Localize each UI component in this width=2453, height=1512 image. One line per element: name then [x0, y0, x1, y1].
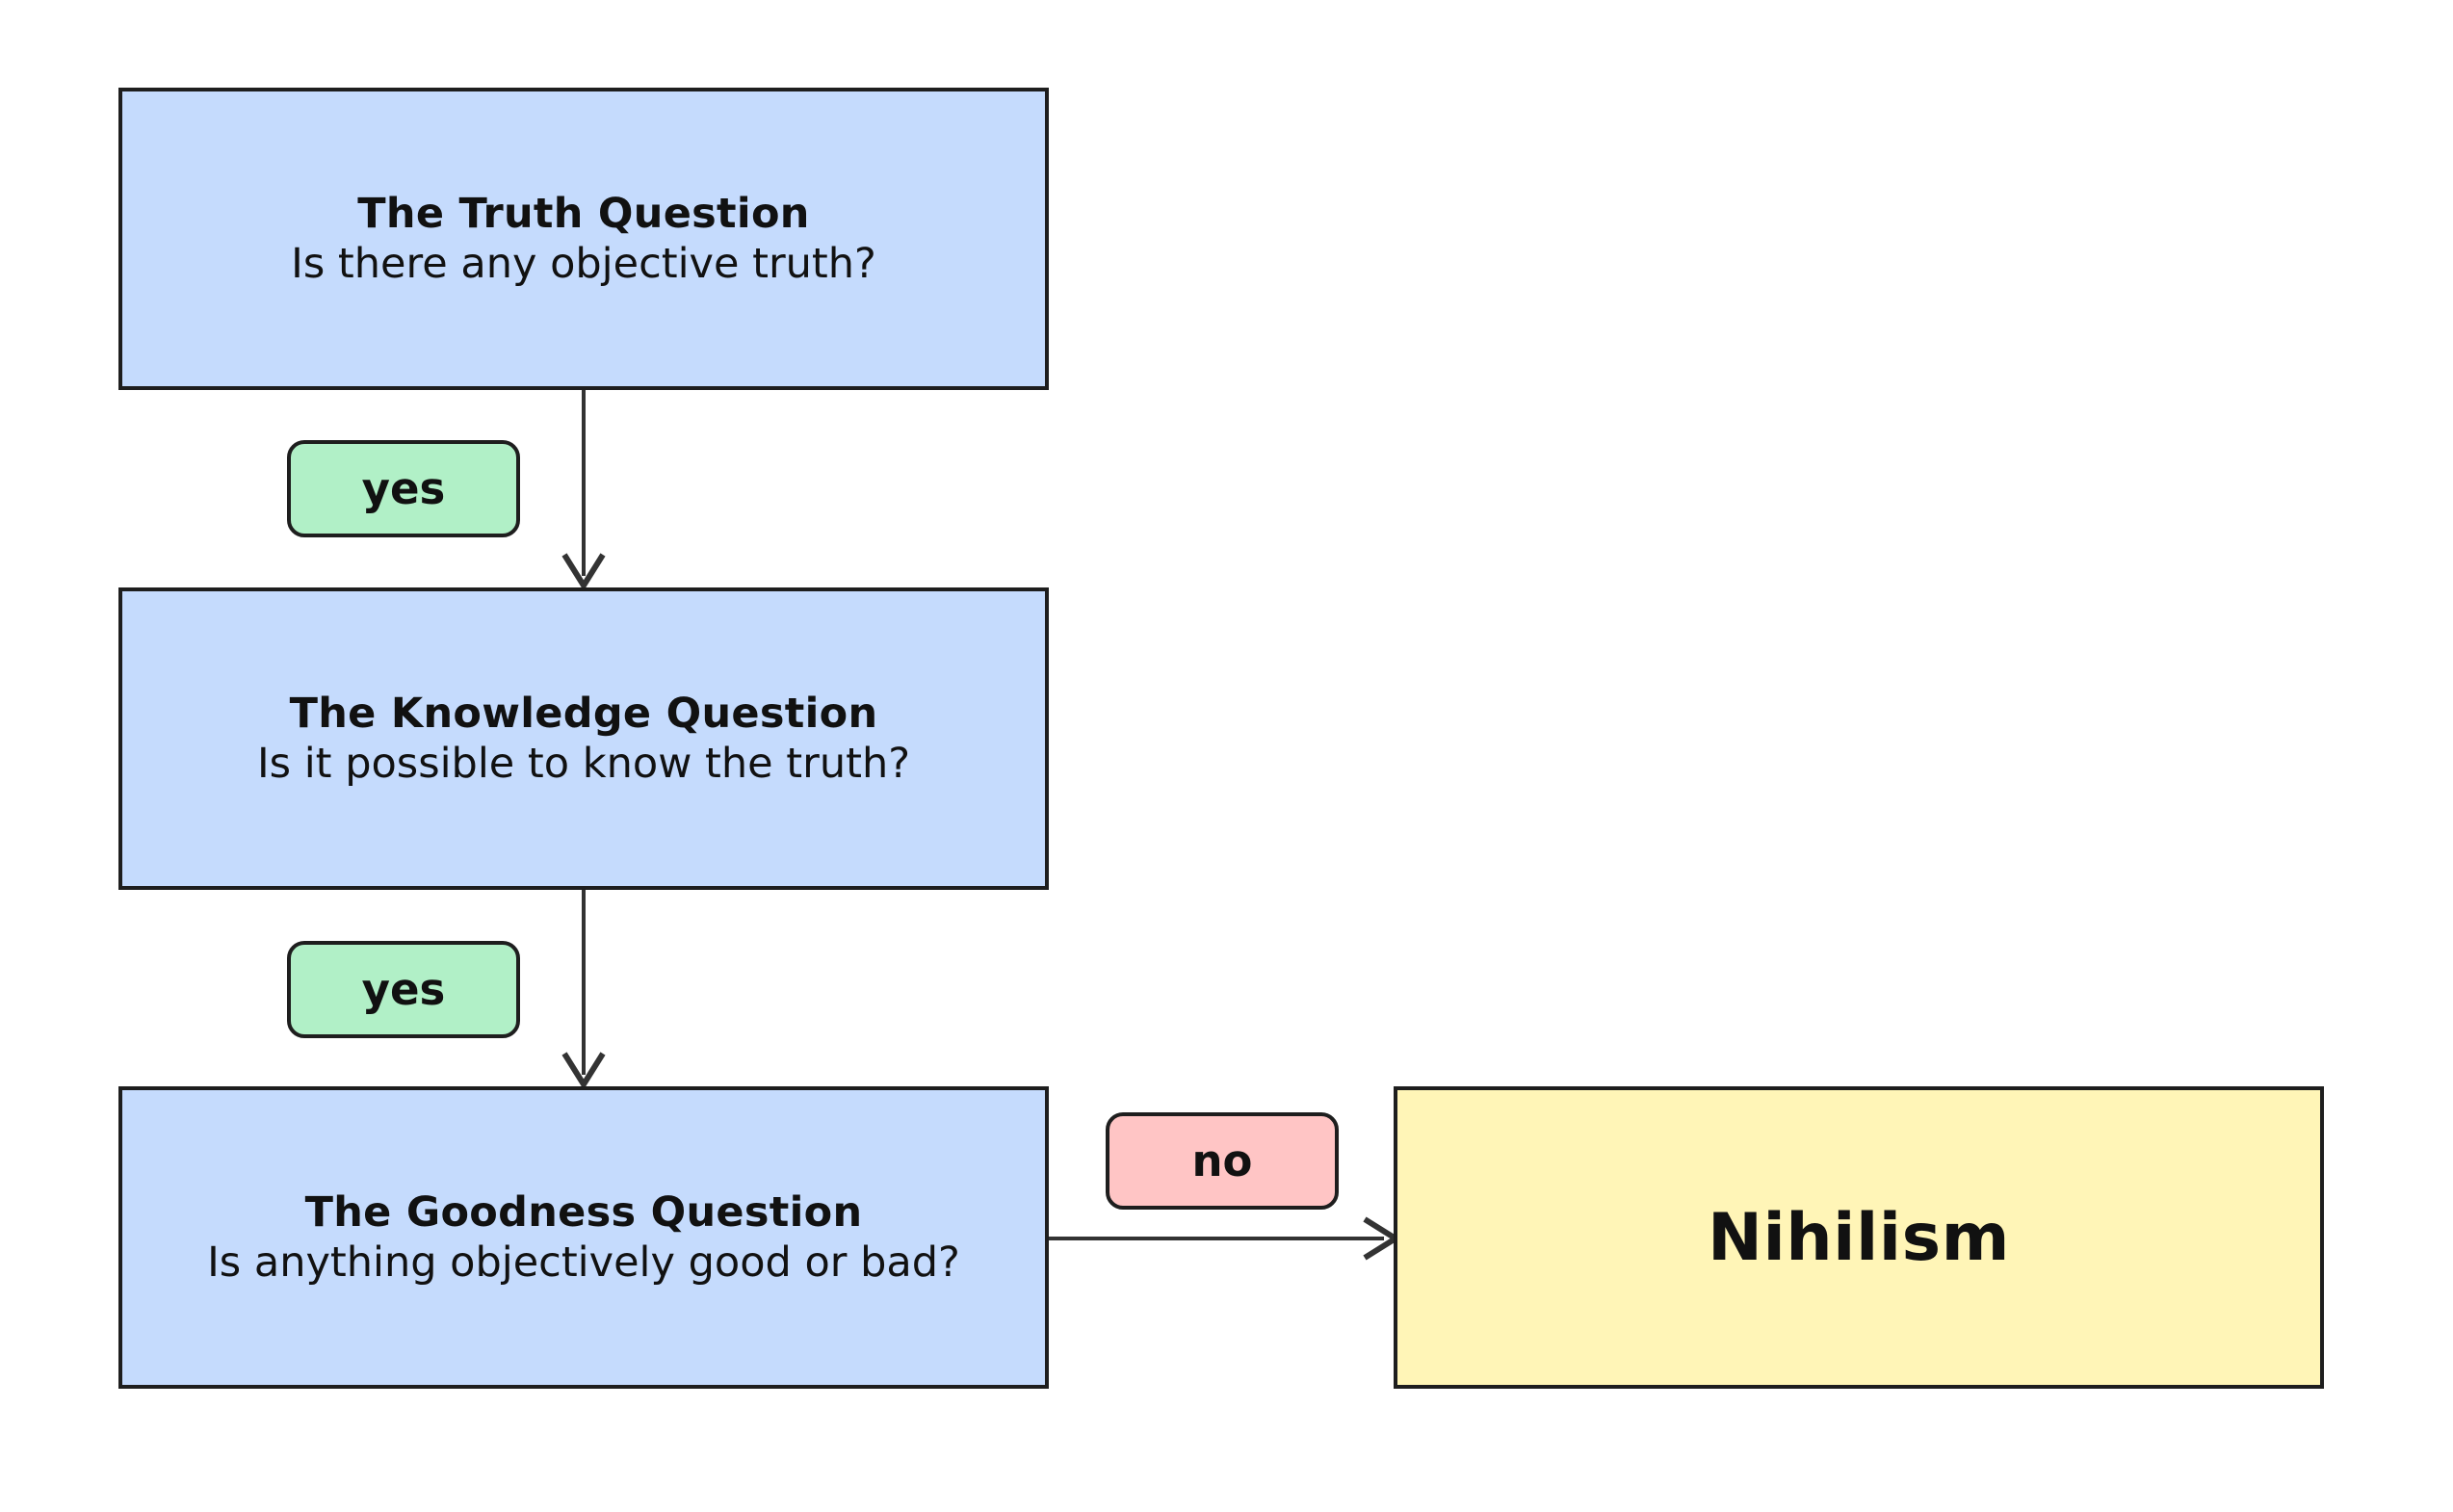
- node-truth-subtitle: Is there any objective truth?: [291, 240, 876, 288]
- node-goodness-title: The Goodness Question: [304, 1188, 863, 1237]
- node-knowledge-question[interactable]: The Knowledge Question Is it possible to…: [118, 587, 1049, 890]
- node-goodness-question[interactable]: The Goodness Question Is anything object…: [118, 1086, 1049, 1389]
- node-nihilism[interactable]: Nihilism: [1394, 1086, 2324, 1389]
- node-knowledge-title: The Knowledge Question: [289, 690, 878, 738]
- arrowhead-knowledge-to-goodness: [561, 1052, 606, 1090]
- node-truth-title: The Truth Question: [357, 190, 810, 238]
- arrowhead-truth-to-knowledge: [561, 553, 606, 591]
- edge-label-yes-1: yes: [287, 440, 520, 537]
- node-truth-question[interactable]: The Truth Question Is there any objectiv…: [118, 88, 1049, 390]
- edge-label-yes-2: yes: [287, 941, 520, 1038]
- node-nihilism-title: Nihilism: [1708, 1199, 2010, 1276]
- node-knowledge-subtitle: Is it possible to know the truth?: [256, 740, 911, 788]
- node-goodness-subtitle: Is anything objectively good or bad?: [207, 1238, 960, 1287]
- edge-label-no: no: [1106, 1112, 1339, 1210]
